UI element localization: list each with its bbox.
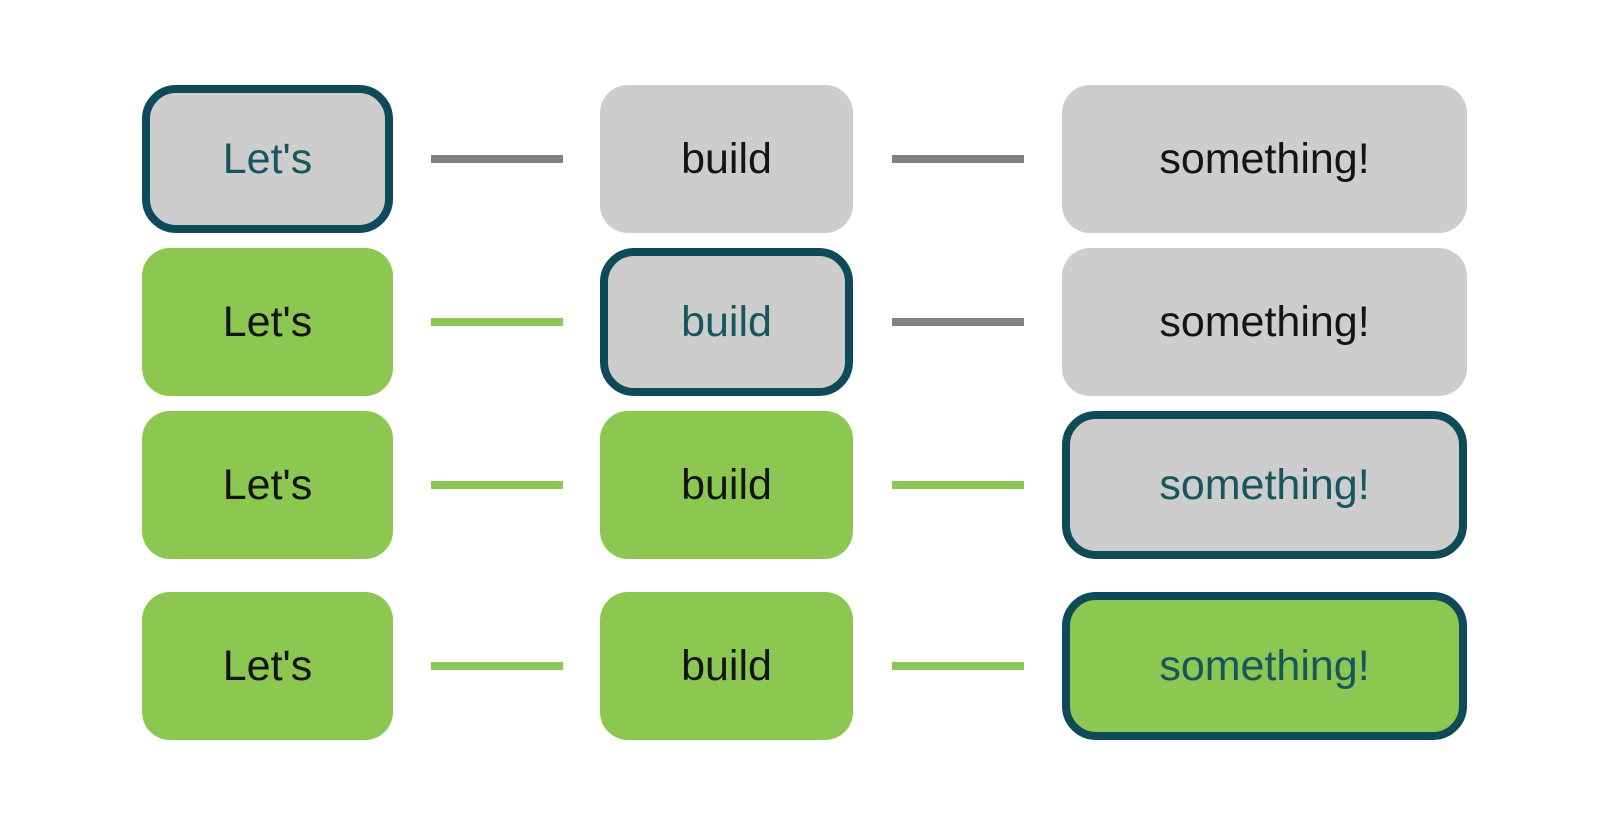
node-label: something!	[1159, 297, 1370, 346]
node-lets: Let's	[142, 411, 393, 559]
connector	[853, 481, 1062, 489]
connector-line	[430, 155, 563, 163]
node-something: something!	[1062, 248, 1467, 396]
node-label: build	[681, 297, 772, 346]
diagram-row-2: Let's build something!	[142, 248, 1467, 396]
node-lets: Let's	[142, 592, 393, 740]
node-label: Let's	[222, 134, 313, 183]
connector-line	[891, 662, 1024, 670]
diagram-row-4: Let's build something!	[142, 592, 1467, 740]
connector	[393, 318, 600, 326]
node-lets: Let's	[142, 248, 393, 396]
connector-line	[891, 155, 1024, 163]
node-build: build	[600, 411, 853, 559]
node-something: something!	[1062, 411, 1467, 559]
node-build: build	[600, 85, 853, 233]
connector-line	[891, 318, 1024, 326]
connector-line	[430, 481, 563, 489]
connector-line	[891, 481, 1024, 489]
node-something: something!	[1062, 85, 1467, 233]
node-label: Let's	[222, 297, 313, 346]
node-label: build	[681, 460, 772, 509]
connector	[853, 662, 1062, 670]
connector	[853, 155, 1062, 163]
node-label: Let's	[222, 460, 313, 509]
connector	[853, 318, 1062, 326]
connector-line	[430, 318, 563, 326]
node-label: build	[681, 641, 772, 690]
diagram-row-3: Let's build something!	[142, 411, 1467, 559]
node-label: build	[681, 134, 772, 183]
diagram-rows: Let's build something! Let's bui	[142, 85, 1467, 740]
node-label: Let's	[222, 641, 313, 690]
diagram-row-1: Let's build something!	[142, 85, 1467, 233]
node-something: something!	[1062, 592, 1467, 740]
connector-line	[430, 662, 563, 670]
node-lets: Let's	[142, 85, 393, 233]
node-build: build	[600, 592, 853, 740]
node-build: build	[600, 248, 853, 396]
node-label: something!	[1159, 134, 1370, 183]
connector	[393, 662, 600, 670]
connector	[393, 481, 600, 489]
connector	[393, 155, 600, 163]
node-label: something!	[1159, 460, 1370, 509]
node-label: something!	[1159, 641, 1370, 690]
